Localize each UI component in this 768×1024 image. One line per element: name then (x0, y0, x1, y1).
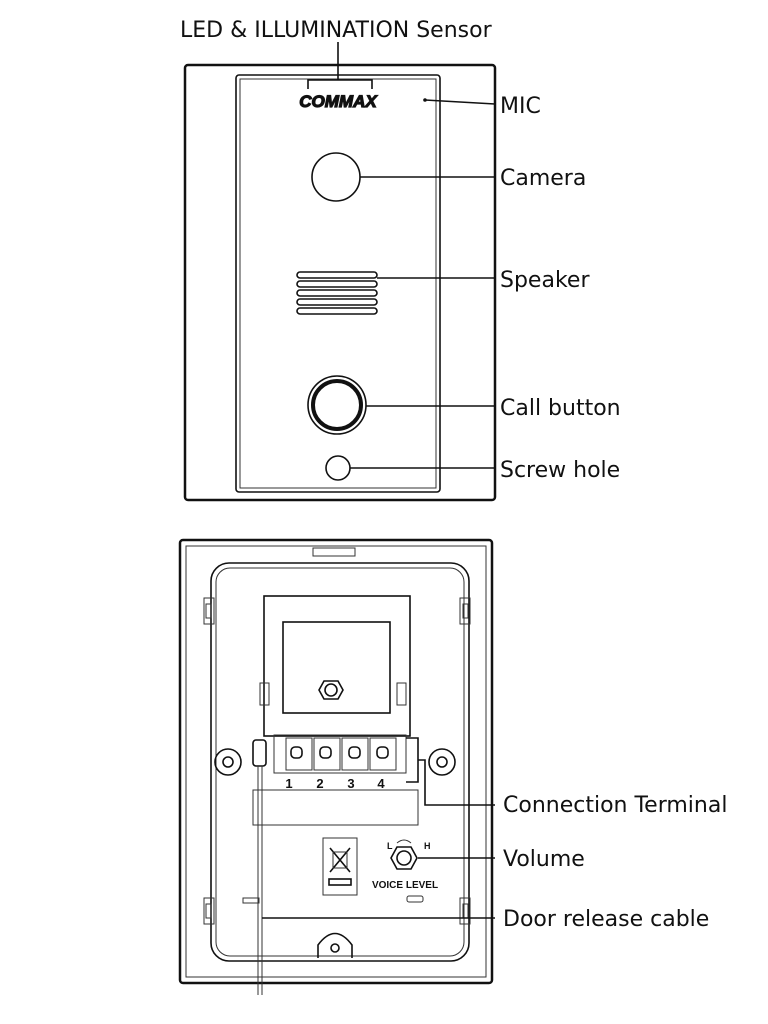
connection-terminal-block: 1 2 3 4 (273, 734, 407, 791)
label-screw-hole: Screw hole (500, 458, 620, 483)
volume-low-mark: L (387, 841, 393, 851)
camera-lens (311, 152, 361, 202)
bottom-screw-tab (317, 932, 353, 958)
label-connection-terminal: Connection Terminal (503, 793, 727, 818)
back-view: 1 2 3 4 Connection Terminal L H VOICE LE… (178, 538, 727, 995)
label-mic: MIC (500, 94, 541, 119)
terminal-1: 1 (285, 776, 292, 791)
front-outer-frame (183, 63, 497, 502)
label-call-button: Call button (500, 396, 621, 421)
label-volume: Volume (503, 847, 585, 872)
volume-knob (390, 839, 418, 870)
weee-disposal-icon (322, 837, 358, 896)
terminal-3: 3 (347, 776, 354, 791)
terminal-2: 2 (316, 776, 323, 791)
back-inner-housing (210, 562, 470, 962)
label-speaker: Speaker (500, 268, 590, 293)
back-outer-frame (178, 538, 494, 985)
call-button (307, 375, 367, 435)
label-door-release-cable: Door release cable (503, 907, 709, 932)
label-camera: Camera (500, 166, 586, 191)
screw-hole (325, 455, 351, 481)
door-release-cable (252, 739, 267, 995)
volume-high-mark: H (424, 841, 431, 851)
brand-logo: COMMAX (299, 92, 378, 111)
led-sensor-leader (307, 42, 373, 89)
label-led-sensor: LED & ILLUMINATION Sensor (180, 18, 493, 43)
speaker-grille (296, 271, 378, 315)
voice-level-caption: VOICE LEVEL (372, 880, 438, 891)
front-view: COMMAX LED & ILLUMINATION Sensor MIC Cam… (180, 18, 621, 502)
mount-screw-left (214, 748, 242, 776)
mount-screw-right (428, 748, 456, 776)
camera-module (259, 595, 411, 737)
label-plate (252, 789, 419, 826)
terminal-4: 4 (377, 776, 385, 791)
